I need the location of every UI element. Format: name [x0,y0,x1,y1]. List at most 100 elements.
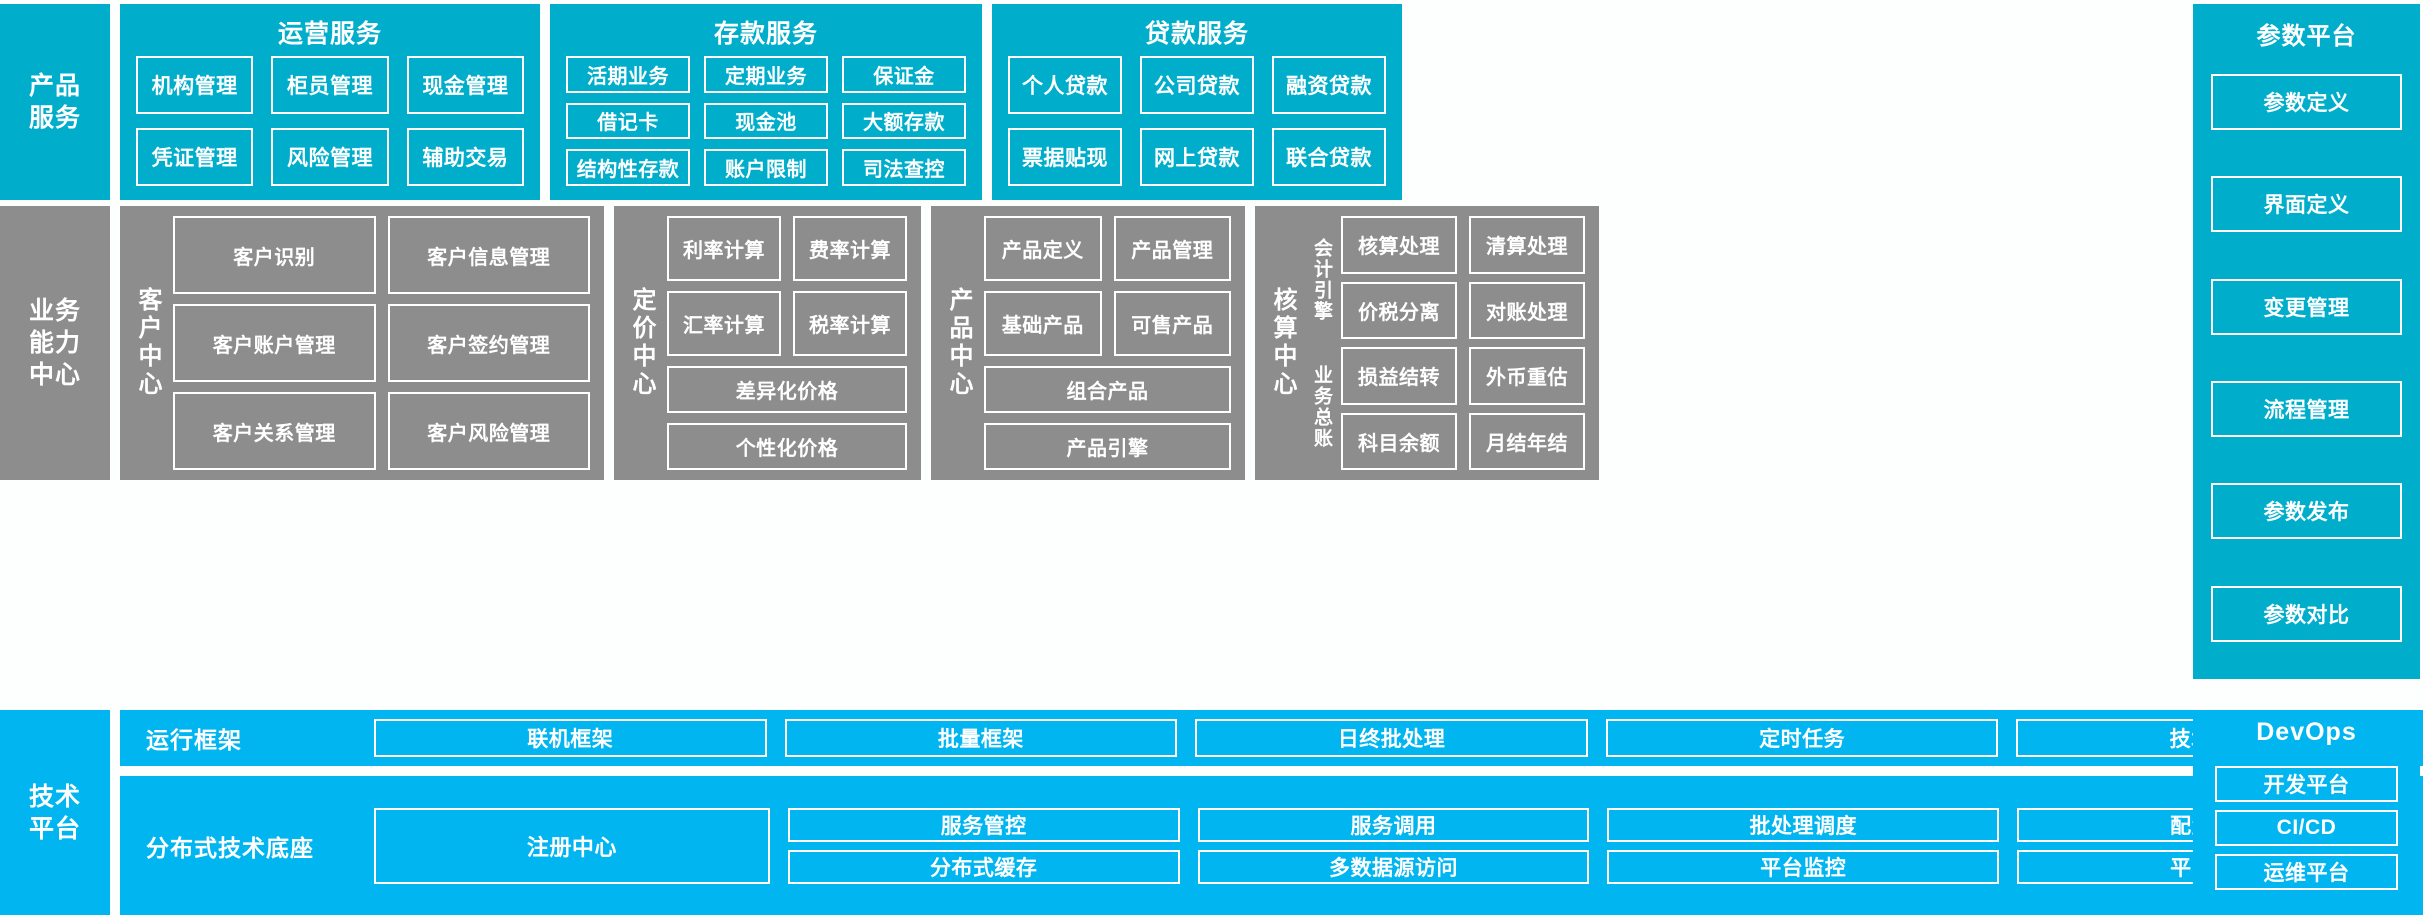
tile-accounting-0[interactable]: 核算处理 [1341,216,1457,274]
tile-devops-2[interactable]: 运维平台 [2215,854,2398,890]
tile-loan-0[interactable]: 个人贷款 [1008,56,1122,114]
group-customer-center: 客户中心 客户识别 客户信息管理 客户账户管理 客户签约管理 客户关系管理 客户… [120,206,604,480]
group-loan-service: 贷款服务 个人贷款 公司贷款 融资贷款 票据贴现 网上贷款 联合贷款 [992,4,1402,200]
group-body-pricing-center: 利率计算 费率计算 汇率计算 税率计算 差异化价格 个性化价格 [667,216,907,470]
tech-col-0: 服务管控 分布式缓存 [787,807,1180,884]
tile-loan-4[interactable]: 网上贷款 [1140,128,1254,186]
tile-grid-customer-center: 客户识别 客户信息管理 客户账户管理 客户签约管理 客户关系管理 客户风险管理 [173,216,590,470]
group-title-operation-service: 运营服务 [277,20,382,48]
tile-pricing-wide-1[interactable]: 个性化价格 [667,423,907,470]
tech-col-2: 批处理调度 平台监控 [1607,807,2000,884]
tile-parameter-5[interactable]: 参数对比 [2211,585,2402,642]
column-devops: DevOps 开发平台 CI/CD 运维平台 [2193,710,2420,915]
tile-accounting-1[interactable]: 清算处理 [1469,216,1585,274]
tile-product-2[interactable]: 基础产品 [984,291,1102,356]
business-capability-label-line2: 能力 [28,329,81,357]
tile-accounting-3[interactable]: 对账处理 [1469,281,1585,339]
tile-operation-5[interactable]: 辅助交易 [406,128,524,186]
layer-product-service: 产品 服务 运营服务 机构管理 柜员管理 现金管理 凭证管理 风险管理 辅助交易… [0,4,2423,200]
tile-loan-5[interactable]: 联合贷款 [1272,128,1386,186]
group-vlabel-pricing-center: 定价中心 [628,287,655,399]
tile-product-3[interactable]: 可售产品 [1113,291,1231,356]
group-body-product-center: 产品定义 产品管理 基础产品 可售产品 组合产品 产品引擎 [984,216,1231,470]
tech-items-distributed-base: 注册中心 服务管控 分布式缓存 服务调用 多数据源访问 批处理调度 平台监控 [374,807,2409,884]
tile-base-2-0[interactable]: 批处理调度 [1607,807,2000,842]
group-deposit-service: 存款服务 活期业务 定期业务 保证金 借记卡 现金池 大额存款 结构性存款 账户… [550,4,982,200]
tile-base-0-1[interactable]: 分布式缓存 [787,849,1180,884]
devops-list: 开发平台 CI/CD 运维平台 [2215,751,2398,905]
tech-row-title-distributed-base: 分布式技术底座 [146,834,314,861]
tile-deposit-6[interactable]: 结构性存款 [566,149,690,186]
column-title-parameter-platform: 参数平台 [2256,23,2357,50]
tile-parameter-1[interactable]: 界面定义 [2211,176,2402,233]
tile-operation-1[interactable]: 柜员管理 [271,56,389,114]
tile-customer-5[interactable]: 客户风险管理 [387,392,590,470]
tile-parameter-4[interactable]: 参数发布 [2211,483,2402,540]
tile-deposit-7[interactable]: 账户限制 [704,149,828,186]
column-parameter-platform: 参数平台 参数定义 界面定义 变更管理 流程管理 参数发布 参数对比 [2193,4,2420,679]
tile-deposit-5[interactable]: 大额存款 [842,102,966,140]
tech-items-runtime-framework: 联机框架 批量框架 日终批处理 定时任务 技术组件 [374,719,2409,757]
tile-product-wide-1[interactable]: 产品引擎 [984,423,1231,470]
group-vlabel-product-center: 产品中心 [945,287,972,399]
tile-runtime-1[interactable]: 批量框架 [784,719,1178,757]
tile-accounting-4[interactable]: 损益结转 [1341,347,1457,405]
tile-product-0[interactable]: 产品定义 [984,216,1102,281]
tile-accounting-5[interactable]: 外币重估 [1469,347,1585,405]
tile-parameter-3[interactable]: 流程管理 [2211,381,2402,438]
tile-runtime-2[interactable]: 日终批处理 [1195,719,1588,757]
tile-base-1-1[interactable]: 多数据源访问 [1197,849,1590,884]
tile-loan-2[interactable]: 融资贷款 [1272,56,1386,114]
tile-base-1-0[interactable]: 服务调用 [1197,807,1590,842]
tile-operation-4[interactable]: 风险管理 [271,128,389,186]
tile-grid-loan-service: 个人贷款 公司贷款 融资贷款 票据贴现 网上贷款 联合贷款 [1008,56,1386,186]
tile-grid-operation-service: 机构管理 柜员管理 现金管理 凭证管理 风险管理 辅助交易 [136,56,524,186]
tile-devops-1[interactable]: CI/CD [2215,810,2398,846]
tile-operation-0[interactable]: 机构管理 [136,56,254,114]
tile-customer-0[interactable]: 客户识别 [173,216,376,294]
parameter-platform-list: 参数定义 界面定义 变更管理 流程管理 参数发布 参数对比 [2211,55,2402,665]
tile-pricing-wide-0[interactable]: 差异化价格 [667,366,907,413]
tile-accounting-6[interactable]: 科目余额 [1341,412,1457,470]
tile-parameter-2[interactable]: 变更管理 [2211,278,2402,335]
tile-deposit-4[interactable]: 现金池 [704,102,828,140]
tile-deposit-8[interactable]: 司法查控 [842,149,966,186]
tile-deposit-2[interactable]: 保证金 [842,56,966,93]
tile-pricing-0[interactable]: 利率计算 [667,216,781,281]
tech-row-runtime-framework: 运行框架 联机框架 批量框架 日终批处理 定时任务 技术组件 [120,710,2423,766]
tile-runtime-0[interactable]: 联机框架 [374,719,767,757]
tile-loan-1[interactable]: 公司贷款 [1140,56,1254,114]
tile-runtime-3[interactable]: 定时任务 [1605,719,1999,757]
tile-devops-0[interactable]: 开发平台 [2215,766,2398,802]
tile-pricing-1[interactable]: 费率计算 [793,216,907,281]
technical-platform-label-line2: 平台 [28,814,81,843]
tile-deposit-3[interactable]: 借记卡 [566,102,690,140]
tile-pricing-3[interactable]: 税率计算 [793,291,907,356]
tile-parameter-0[interactable]: 参数定义 [2211,74,2402,131]
tile-product-wide-0[interactable]: 组合产品 [984,366,1231,413]
tile-base-0-0[interactable]: 服务管控 [787,807,1180,842]
accounting-sublabel-accounting-engine: 会计引擎 [1311,237,1332,322]
tile-pricing-2[interactable]: 汇率计算 [667,291,781,356]
group-accounting-center: 核算中心 会计引擎 业务总账 核算处理 清算处理 价税分离 对账处理 损益结转 … [1255,206,1599,480]
group-body-accounting-center: 会计引擎 业务总账 核算处理 清算处理 价税分离 对账处理 损益结转 外币重估 … [1308,216,1585,470]
tile-operation-2[interactable]: 现金管理 [406,56,524,114]
tile-loan-3[interactable]: 票据贴现 [1008,128,1122,186]
product-service-label-line2: 服务 [28,104,81,132]
tile-accounting-2[interactable]: 价税分离 [1341,281,1457,339]
tile-deposit-0[interactable]: 活期业务 [566,56,690,93]
tile-product-1[interactable]: 产品管理 [1113,216,1231,281]
tile-customer-4[interactable]: 客户关系管理 [173,392,376,470]
tile-operation-3[interactable]: 凭证管理 [136,128,254,186]
tile-grid-accounting-center: 核算处理 清算处理 价税分离 对账处理 损益结转 外币重估 科目余额 月结年结 [1341,216,1585,470]
tile-registry-center[interactable]: 注册中心 [374,807,770,884]
business-capability-label-line1: 业务 [28,297,81,325]
tile-customer-3[interactable]: 客户签约管理 [387,304,590,382]
tile-deposit-1[interactable]: 定期业务 [704,56,828,93]
tile-customer-1[interactable]: 客户信息管理 [387,216,590,294]
tile-customer-2[interactable]: 客户账户管理 [173,304,376,382]
tile-base-2-1[interactable]: 平台监控 [1607,849,2000,884]
technical-platform-stacks: 运行框架 联机框架 批量框架 日终批处理 定时任务 技术组件 分布式技术底座 注… [120,710,2423,915]
tile-accounting-7[interactable]: 月结年结 [1469,412,1585,470]
accounting-sublabels: 会计引擎 业务总账 [1308,216,1335,470]
